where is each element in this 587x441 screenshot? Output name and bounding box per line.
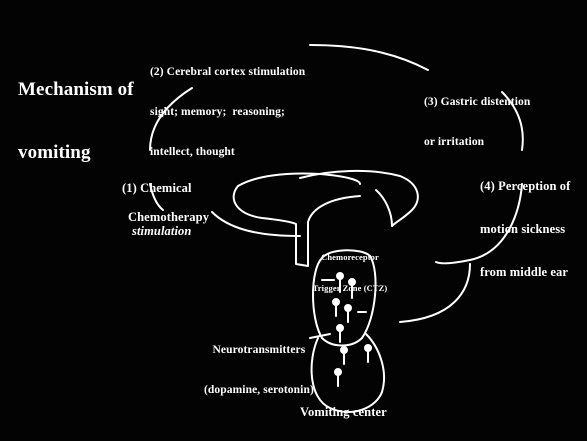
- ctz-label: Chemoreceptor Trigger Zone (CTZ): [310, 232, 390, 314]
- cortex-label: (2) Cerebral cortex stimulation sight; m…: [150, 40, 305, 185]
- gastric-to-vomiting-arc: [399, 263, 471, 323]
- chemical-label-line1: (1) Chemical: [122, 180, 192, 195]
- motion-sickness-label-line3: from middle ear: [480, 265, 569, 279]
- chemical-label: (1) Chemical stimulation: [122, 152, 192, 267]
- gastric-label: (3) Gastric distention or irritation: [424, 70, 530, 176]
- motion-to-ctz-arc: [435, 183, 523, 265]
- neurotransmitter-marks: [321, 272, 372, 387]
- diagram-title-line1: Mechanism of: [18, 78, 134, 100]
- cortex-to-gastric-arc: [309, 44, 429, 71]
- chemical-to-chemotherapy-arc: [149, 183, 164, 211]
- gastric-label-line2: or irritation: [424, 136, 485, 149]
- motion-sickness-label-line2: motion sickness: [480, 221, 566, 236]
- neurotransmitters-label: Neurotransmitters (dopamine, serotonin): [204, 318, 314, 424]
- ctz-label-line2: Trigger Zone (CTZ): [312, 282, 388, 293]
- chemotherapy-to-brain-arc: [211, 211, 301, 237]
- neurotransmitters-label-line1: Neurotransmitters: [212, 344, 306, 357]
- brainstem-upper: [375, 189, 393, 227]
- diagram-title: Mechanism of vomiting: [18, 36, 134, 206]
- cortex-label-line3: intellect, thought: [150, 145, 235, 158]
- chemical-label-line2: stimulation: [132, 223, 192, 238]
- cortex-label-line1: (2) Cerebral cortex stimulation: [150, 66, 306, 79]
- vomiting-center-body: [310, 333, 386, 413]
- neurotransmitter-pointer: [309, 333, 331, 339]
- cerebellum-top: [299, 169, 419, 227]
- motion-sickness-label: (4) Perception of motion sickness from m…: [480, 150, 570, 308]
- gastric-to-motion-arc: [501, 91, 524, 151]
- cortex-label-line2: sight; memory; reasoning;: [150, 106, 285, 119]
- chemotherapy-label: Chemotherapy: [128, 210, 210, 224]
- motion-sickness-label-line1: (4) Perception of: [480, 178, 571, 193]
- neurotransmitters-label-line2: (dopamine, serotonin): [204, 384, 314, 397]
- ctz-label-line1: Chemoreceptor: [321, 252, 379, 263]
- gastric-label-line1: (3) Gastric distention: [424, 96, 531, 109]
- cortex-to-chemical-arc: [149, 87, 193, 151]
- diagram-title-line2: vomiting: [18, 142, 91, 164]
- brain-outline-inner: [232, 185, 361, 267]
- ctz-body: [312, 249, 377, 347]
- vomiting-center-label: Vomiting center: [300, 405, 387, 419]
